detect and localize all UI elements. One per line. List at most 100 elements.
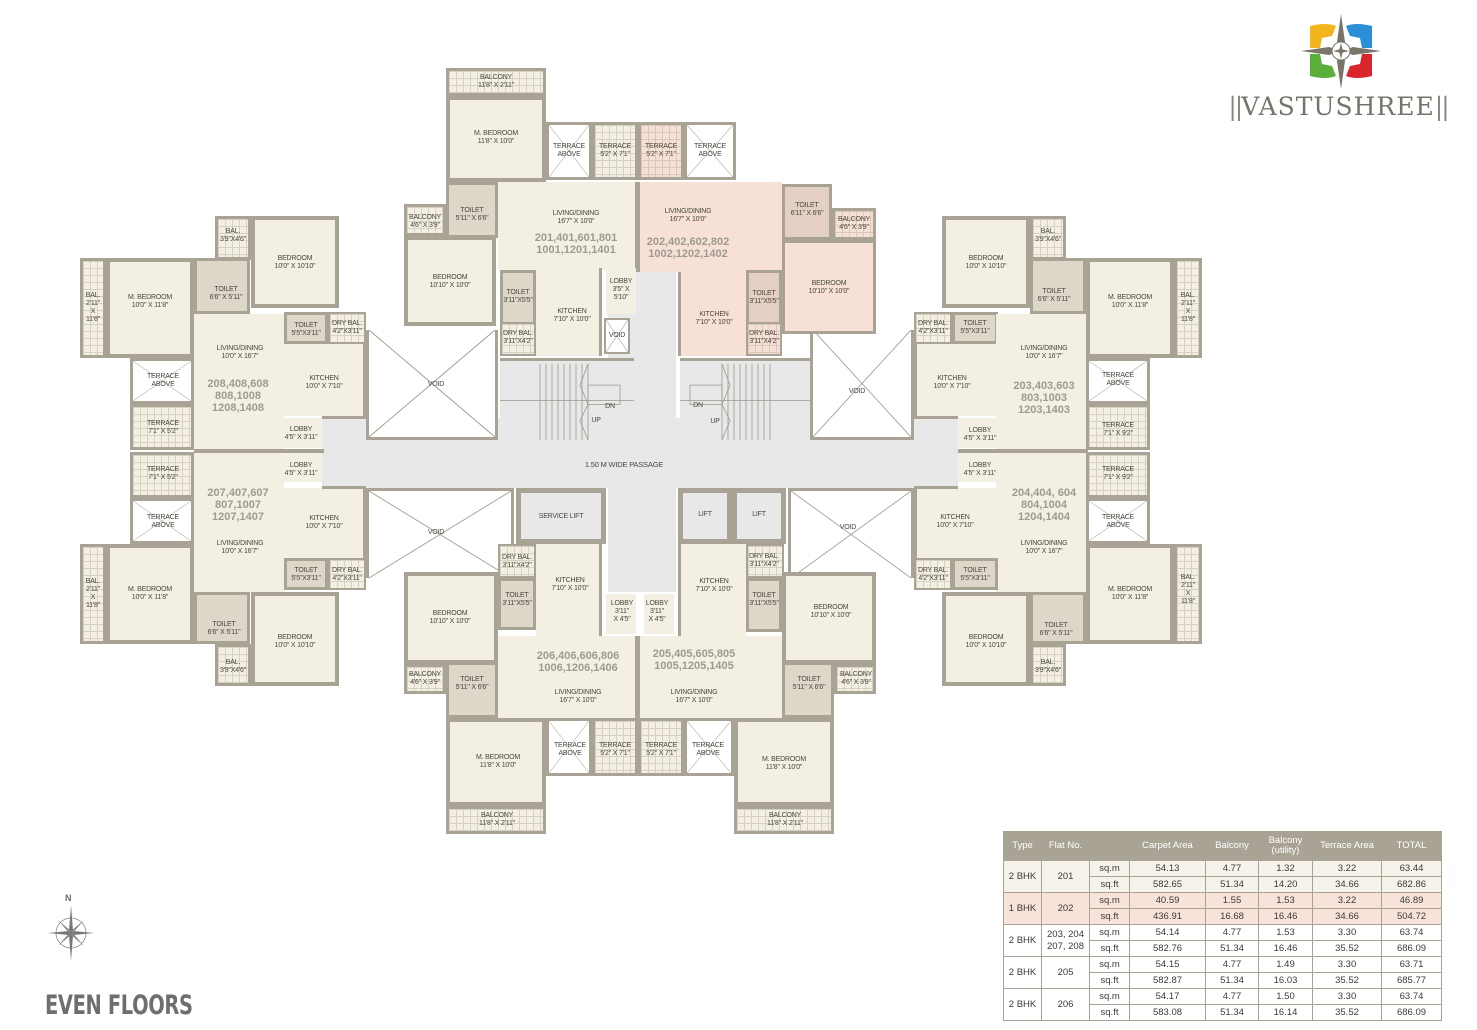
wall xyxy=(636,636,640,718)
f203-lobby-label: LOBBY 4'5" X 3'11" xyxy=(963,427,997,442)
f205-dry-bal xyxy=(746,544,784,578)
f204-kitchen xyxy=(914,488,998,558)
f201-flat-numbers: 201,401,601,801 1001,1201,1401 xyxy=(534,232,618,256)
cell-unit: sq.m xyxy=(1089,860,1130,877)
f203-living xyxy=(996,314,1086,450)
cell-unit: sq.ft xyxy=(1089,940,1130,957)
f207-bal-bottom xyxy=(215,644,251,686)
f206-m-bedroom-label: M. BEDROOM 11'8" X 10'0" xyxy=(476,754,520,769)
f205-toilet-2-label: TOILET 3'11"X5'5" xyxy=(749,592,779,607)
cell-value: 34.66 xyxy=(1312,908,1382,925)
cell-unit: sq.ft xyxy=(1089,908,1130,925)
f201-dry-bal-label: DRY BAL. 3'11"X4'2" xyxy=(502,330,534,345)
void-small xyxy=(604,318,630,354)
cell-flat: 205 xyxy=(1041,956,1090,989)
void-se-label: VOID xyxy=(839,524,857,531)
lift-1[interactable] xyxy=(678,488,732,544)
f208-living-label: LIVING/DINING 10'0" X 16'7" xyxy=(216,345,264,360)
cell-value: 686.09 xyxy=(1381,940,1442,957)
f208-bal-side-label: BAL. 2'11" X 11'8" xyxy=(85,292,101,323)
f207-flat-numbers: 207,407,607 807,1007 1207,1407 xyxy=(207,487,269,523)
f204-kitchen-label: KITCHEN 10'0" X 7'10" xyxy=(936,514,974,529)
void-se xyxy=(788,488,914,578)
f203-terrace-above-label: TERRACE ABOVE xyxy=(1101,372,1135,387)
f201-balcony-side-label: BALCONY 4'6" X 3'9" xyxy=(408,214,442,229)
f202-dry-bal-label: DRY BAL. 3'11"X4'2" xyxy=(748,330,780,345)
f203-kitchen-label: KITCHEN 10'0" X 7'10" xyxy=(933,375,971,390)
stair-left-dn: DN xyxy=(605,403,615,410)
wall xyxy=(914,416,958,419)
f207-terrace-above-label: TERRACE ABOVE xyxy=(146,514,180,529)
f206-toilet-1-label: TOILET 5'11" X 6'6" xyxy=(455,676,489,691)
f208-m-bedroom xyxy=(106,258,194,358)
f208-lobby-label: LOBBY 4'5" X 3'11" xyxy=(284,426,318,441)
cell-unit: sq.m xyxy=(1089,988,1130,1005)
f203-terrace-above xyxy=(1086,358,1150,404)
f207-terrace xyxy=(130,452,194,498)
f206-terrace-above-label: TERRACE ABOVE xyxy=(553,742,587,757)
table-header-row: Type Flat No. Carpet Area Balcony Balcon… xyxy=(1003,831,1442,861)
f206-lobby xyxy=(606,594,636,634)
table-row: 2 BHK 205 sq.m 54.15 4.77 1.49 3.30 63.7… xyxy=(1003,956,1442,989)
table-row: sq.ft 582.87 51.34 16.03 35.52 685.77 xyxy=(1004,972,1442,989)
f201-kitchen-label: KITCHEN 7'10" X 10'0" xyxy=(553,308,591,323)
cell-value: 1.55 xyxy=(1205,892,1259,909)
f208-terrace-above xyxy=(130,358,194,404)
lift-1-label: LIFT xyxy=(698,511,712,518)
stair-left xyxy=(500,358,634,440)
f208-toilet-1-label: TOILET 6'6" X 5'11" xyxy=(209,286,243,301)
cell-type: 2 BHK xyxy=(1003,924,1042,957)
cell-value: 4.77 xyxy=(1205,988,1259,1005)
f206-lobby-label: LOBBY 3'11" X 4'5" xyxy=(610,600,634,623)
f205-toilet-2 xyxy=(746,578,782,632)
cell-value: 582.76 xyxy=(1129,940,1206,957)
table-row: 2 BHK 203, 204 207, 208 sq.m 54.14 4.77 … xyxy=(1003,924,1442,957)
f204-m-bedroom-label: M. BEDROOM 10'0" X 11'8" xyxy=(1108,586,1152,601)
wall xyxy=(322,416,366,419)
cell-value: 16.03 xyxy=(1258,972,1313,989)
f205-balcony-side xyxy=(834,664,876,694)
lift-2[interactable] xyxy=(732,488,786,544)
cell-value: 63.44 xyxy=(1381,860,1442,877)
f204-lobby xyxy=(958,452,998,482)
table-row: 1 BHK 202 sq.m 40.59 1.55 1.53 3.22 46.8… xyxy=(1003,892,1442,925)
f207-dry-bal-label: DRY BAL. 4'2"X3'11" xyxy=(331,567,363,582)
f207-bal-bottom-label: BAL. 3'9"X4'6" xyxy=(219,659,247,674)
cell-value: 63.74 xyxy=(1381,924,1442,941)
cell-value: 3.22 xyxy=(1312,892,1382,909)
f207-kitchen-label: KITCHEN 10'0" X 7'10" xyxy=(305,515,343,530)
cell-value: 16.68 xyxy=(1205,908,1259,925)
f203-toilet-1 xyxy=(1030,258,1086,314)
f205-toilet-1-label: TOILET 5'11" X 6'6" xyxy=(792,676,826,691)
f202-toilet-1-label: TOILET 6'11" X 6'6" xyxy=(790,202,824,217)
f201-lobby-label: LOBBY 3'5" X 5'10" xyxy=(609,278,633,301)
f206-dry-bal-label: DRY BAL. 3'11"X4'2" xyxy=(501,554,533,569)
cell-unit: sq.m xyxy=(1089,924,1130,941)
cell-value: 582.87 xyxy=(1129,972,1206,989)
service-lift[interactable] xyxy=(516,488,606,544)
cell-value: 54.17 xyxy=(1129,988,1206,1005)
f205-lobby xyxy=(644,594,674,634)
f206-balcony-side-label: BALCONY 4'6" X 3'9" xyxy=(408,671,442,686)
cell-type: 2 BHK xyxy=(1003,860,1042,893)
f202-flat-numbers: 202,402,602,802 1002,1202,1402 xyxy=(646,236,730,260)
f203-m-bedroom-label: M. BEDROOM 10'0" X 11'8" xyxy=(1108,294,1152,309)
f204-toilet-2-label: TOILET 5'5"X3'11" xyxy=(960,567,990,582)
f203-bedroom-label: BEDROOM 10'0" X 10'10" xyxy=(965,255,1007,270)
cell-flat: 202 xyxy=(1041,892,1090,925)
f204-terrace-above xyxy=(1086,498,1150,544)
f201-living-label: LIVING/DINING 16'7" X 10'0" xyxy=(552,210,600,225)
void-nw xyxy=(366,330,498,440)
floor-label: EVEN FLOORS xyxy=(45,990,193,1021)
f203-bal-top xyxy=(1030,216,1066,260)
cell-value: 51.34 xyxy=(1205,876,1259,893)
th-type: Type xyxy=(1003,831,1042,861)
f207-kitchen xyxy=(282,488,366,558)
cell-value: 16.46 xyxy=(1258,908,1313,925)
f201-terrace-label: TERRACE 5'2" X 7'1" xyxy=(598,143,632,158)
f206-balcony-side xyxy=(404,664,446,694)
compass-rose-icon xyxy=(48,905,94,961)
cell-value: 54.13 xyxy=(1129,860,1206,877)
cell-value: 63.74 xyxy=(1381,988,1442,1005)
f203-toilet-1-label: TOILET 6'6" X 5'11" xyxy=(1037,288,1071,303)
